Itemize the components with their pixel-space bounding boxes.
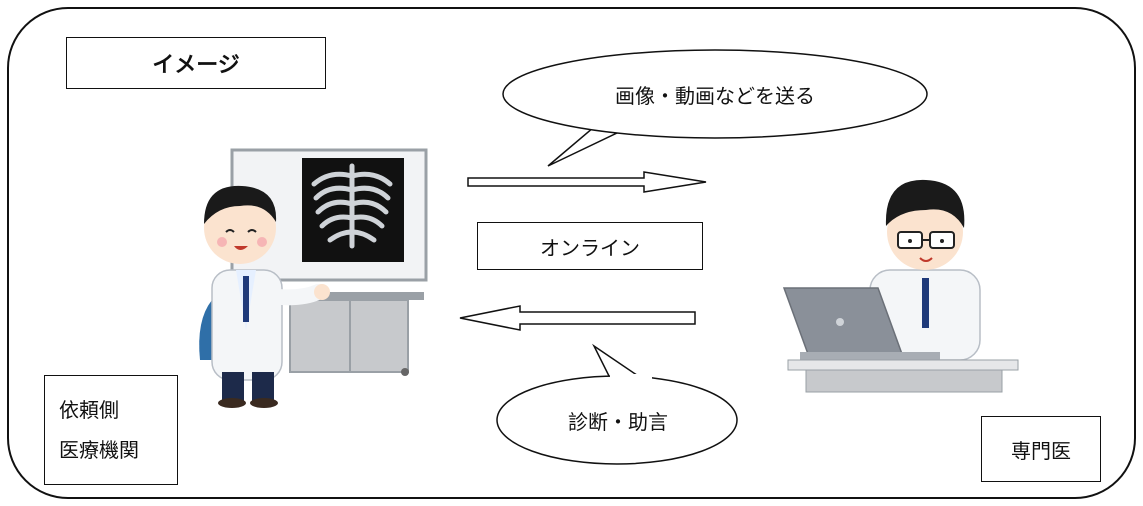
laptop bbox=[782, 287, 940, 360]
online-label: オンライン bbox=[540, 235, 640, 260]
specialist-label: 専門医 bbox=[1011, 438, 1071, 463]
title-box: イメージ bbox=[66, 37, 326, 89]
speech-bubble-top bbox=[502, 49, 928, 167]
speech-bottom-text: 診断・助言 bbox=[568, 409, 668, 434]
doctor-left-figure bbox=[199, 185, 330, 408]
speech-top-text: 画像・動画などを送る bbox=[615, 83, 815, 108]
outer-frame bbox=[7, 7, 1136, 499]
online-box: オンライン bbox=[477, 222, 703, 270]
arrow-send-icon bbox=[467, 171, 707, 193]
desk bbox=[787, 359, 1019, 393]
title-label: イメージ bbox=[152, 53, 240, 78]
arrow-return-icon bbox=[459, 305, 696, 331]
requester-box: 依頼側 医療機関 bbox=[44, 375, 178, 485]
requester-line2: 医療機関 bbox=[59, 438, 139, 462]
doctor-right-figure bbox=[869, 179, 981, 361]
requester-line1: 依頼側 bbox=[59, 398, 119, 422]
speech-bubble-bottom bbox=[496, 343, 738, 465]
specialist-box: 専門医 bbox=[981, 416, 1101, 482]
xray-board bbox=[230, 148, 428, 376]
